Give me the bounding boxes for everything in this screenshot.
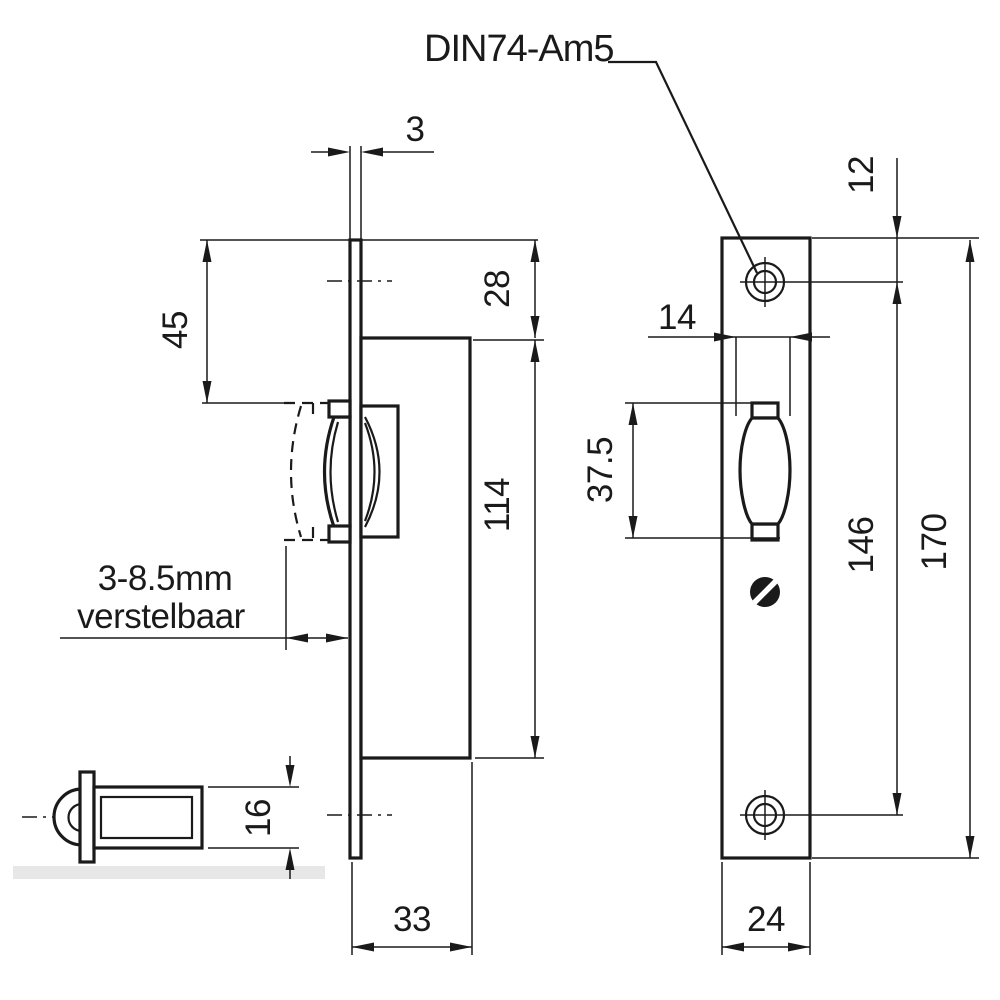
adjustment-screw	[750, 577, 780, 607]
faceplate-front	[720, 236, 812, 860]
leader-line	[608, 60, 758, 274]
screw-spec-label: DIN74-Am5	[424, 28, 614, 70]
adjustable-text-line1: 3-8.5mm	[98, 559, 233, 598]
dim-text-hole-spacing: 146	[842, 517, 881, 574]
dim-text-case-depth: 33	[393, 900, 431, 939]
arrowhead-left	[352, 942, 374, 952]
dim-text-hole-offset: 12	[842, 156, 881, 194]
side-view: 3 45	[60, 110, 544, 955]
dim-top-to-case: 28	[473, 240, 544, 341]
extension-lines	[208, 786, 299, 849]
arrowhead-up	[530, 340, 540, 362]
arrowhead-down	[965, 836, 975, 858]
adjustable-range-annotation: 3-8.5mm verstelbaar	[60, 546, 348, 650]
ground-strip	[13, 866, 325, 879]
dim-text-faceplate-thickness: 3	[406, 110, 425, 149]
dim-text-plate-height: 170	[915, 514, 954, 571]
arrowhead-up	[285, 848, 295, 870]
dim-roller-height: 37.5	[581, 402, 780, 539]
dim-text-top-to-case: 28	[478, 270, 517, 308]
arrowhead-up	[892, 282, 902, 304]
dim-top-to-roller: 45	[156, 240, 286, 404]
screw-slot	[752, 578, 779, 605]
roller-tab-top	[750, 401, 780, 420]
bolt-head-inner	[67, 802, 83, 833]
dashed-arc	[289, 405, 303, 538]
arrowhead-up	[965, 240, 975, 262]
roller-retainer-bottom	[327, 524, 352, 544]
extension-lines	[351, 762, 473, 955]
dim-case-depth: 33	[351, 762, 473, 955]
dim-roller-width: 14	[648, 298, 830, 416]
roller-back-arc-inner	[363, 422, 376, 522]
arrowhead-right	[326, 633, 348, 643]
arrowhead-left	[361, 147, 383, 157]
arrowhead-left	[722, 942, 744, 952]
dim-plate-width: 24	[721, 862, 811, 955]
adjustable-text-line2: verstelbaar	[77, 597, 245, 636]
arrowhead-right	[450, 942, 472, 952]
dim-plate-height: 170	[915, 240, 975, 858]
extension-lines	[625, 402, 780, 539]
roller-back-arc-outer	[364, 416, 381, 528]
dim-case-height: 114	[475, 340, 544, 759]
dim-faceplate-thickness: 3	[311, 110, 434, 240]
arrowhead-down	[530, 316, 540, 338]
dim-text-case-height: 114	[478, 478, 517, 532]
arrowhead-up	[202, 240, 212, 262]
arrowhead-right	[714, 332, 736, 342]
bolt-body-inner	[99, 795, 194, 840]
bolt-detail-view: 16	[13, 756, 325, 879]
arrowhead-left	[286, 633, 308, 643]
arrowhead-up	[530, 240, 540, 262]
dim-text-bolt-height: 16	[239, 799, 278, 837]
dim-text-roller-width: 14	[658, 298, 696, 337]
dim-text-plate-width: 24	[747, 900, 785, 939]
arrowhead-down	[202, 381, 212, 403]
roller-barrel	[738, 416, 792, 526]
roller-extended-dashed	[284, 401, 330, 542]
dim-hole-offset-and-spacing: 12 146	[842, 156, 902, 815]
arrowhead-up	[628, 403, 638, 425]
arrowhead-left	[790, 332, 812, 342]
arrowhead-down	[285, 765, 295, 787]
front-view: DIN74-Am5 14 37.5 12 14	[424, 28, 979, 955]
dim-bolt-height: 16	[208, 756, 299, 879]
dim-text-roller-height: 37.5	[581, 437, 620, 503]
arrowhead-down	[530, 736, 540, 758]
arrowhead-right	[788, 942, 810, 952]
lock-case-side	[359, 336, 472, 760]
roller-retainer-top	[327, 399, 352, 419]
extension-lines	[721, 862, 811, 955]
roller-front	[738, 401, 792, 542]
roller-side	[322, 415, 352, 529]
arrowhead-right	[328, 147, 350, 157]
extension-lines	[349, 146, 362, 240]
arrowhead-down	[892, 216, 902, 238]
arrowhead-down-bottom	[892, 793, 902, 815]
bolt-flange	[78, 770, 96, 864]
roller-side-inner-arc	[329, 421, 340, 523]
faceplate-side	[348, 238, 363, 860]
arrowhead-down	[628, 516, 638, 538]
dim-text-top-to-roller: 45	[156, 311, 195, 349]
